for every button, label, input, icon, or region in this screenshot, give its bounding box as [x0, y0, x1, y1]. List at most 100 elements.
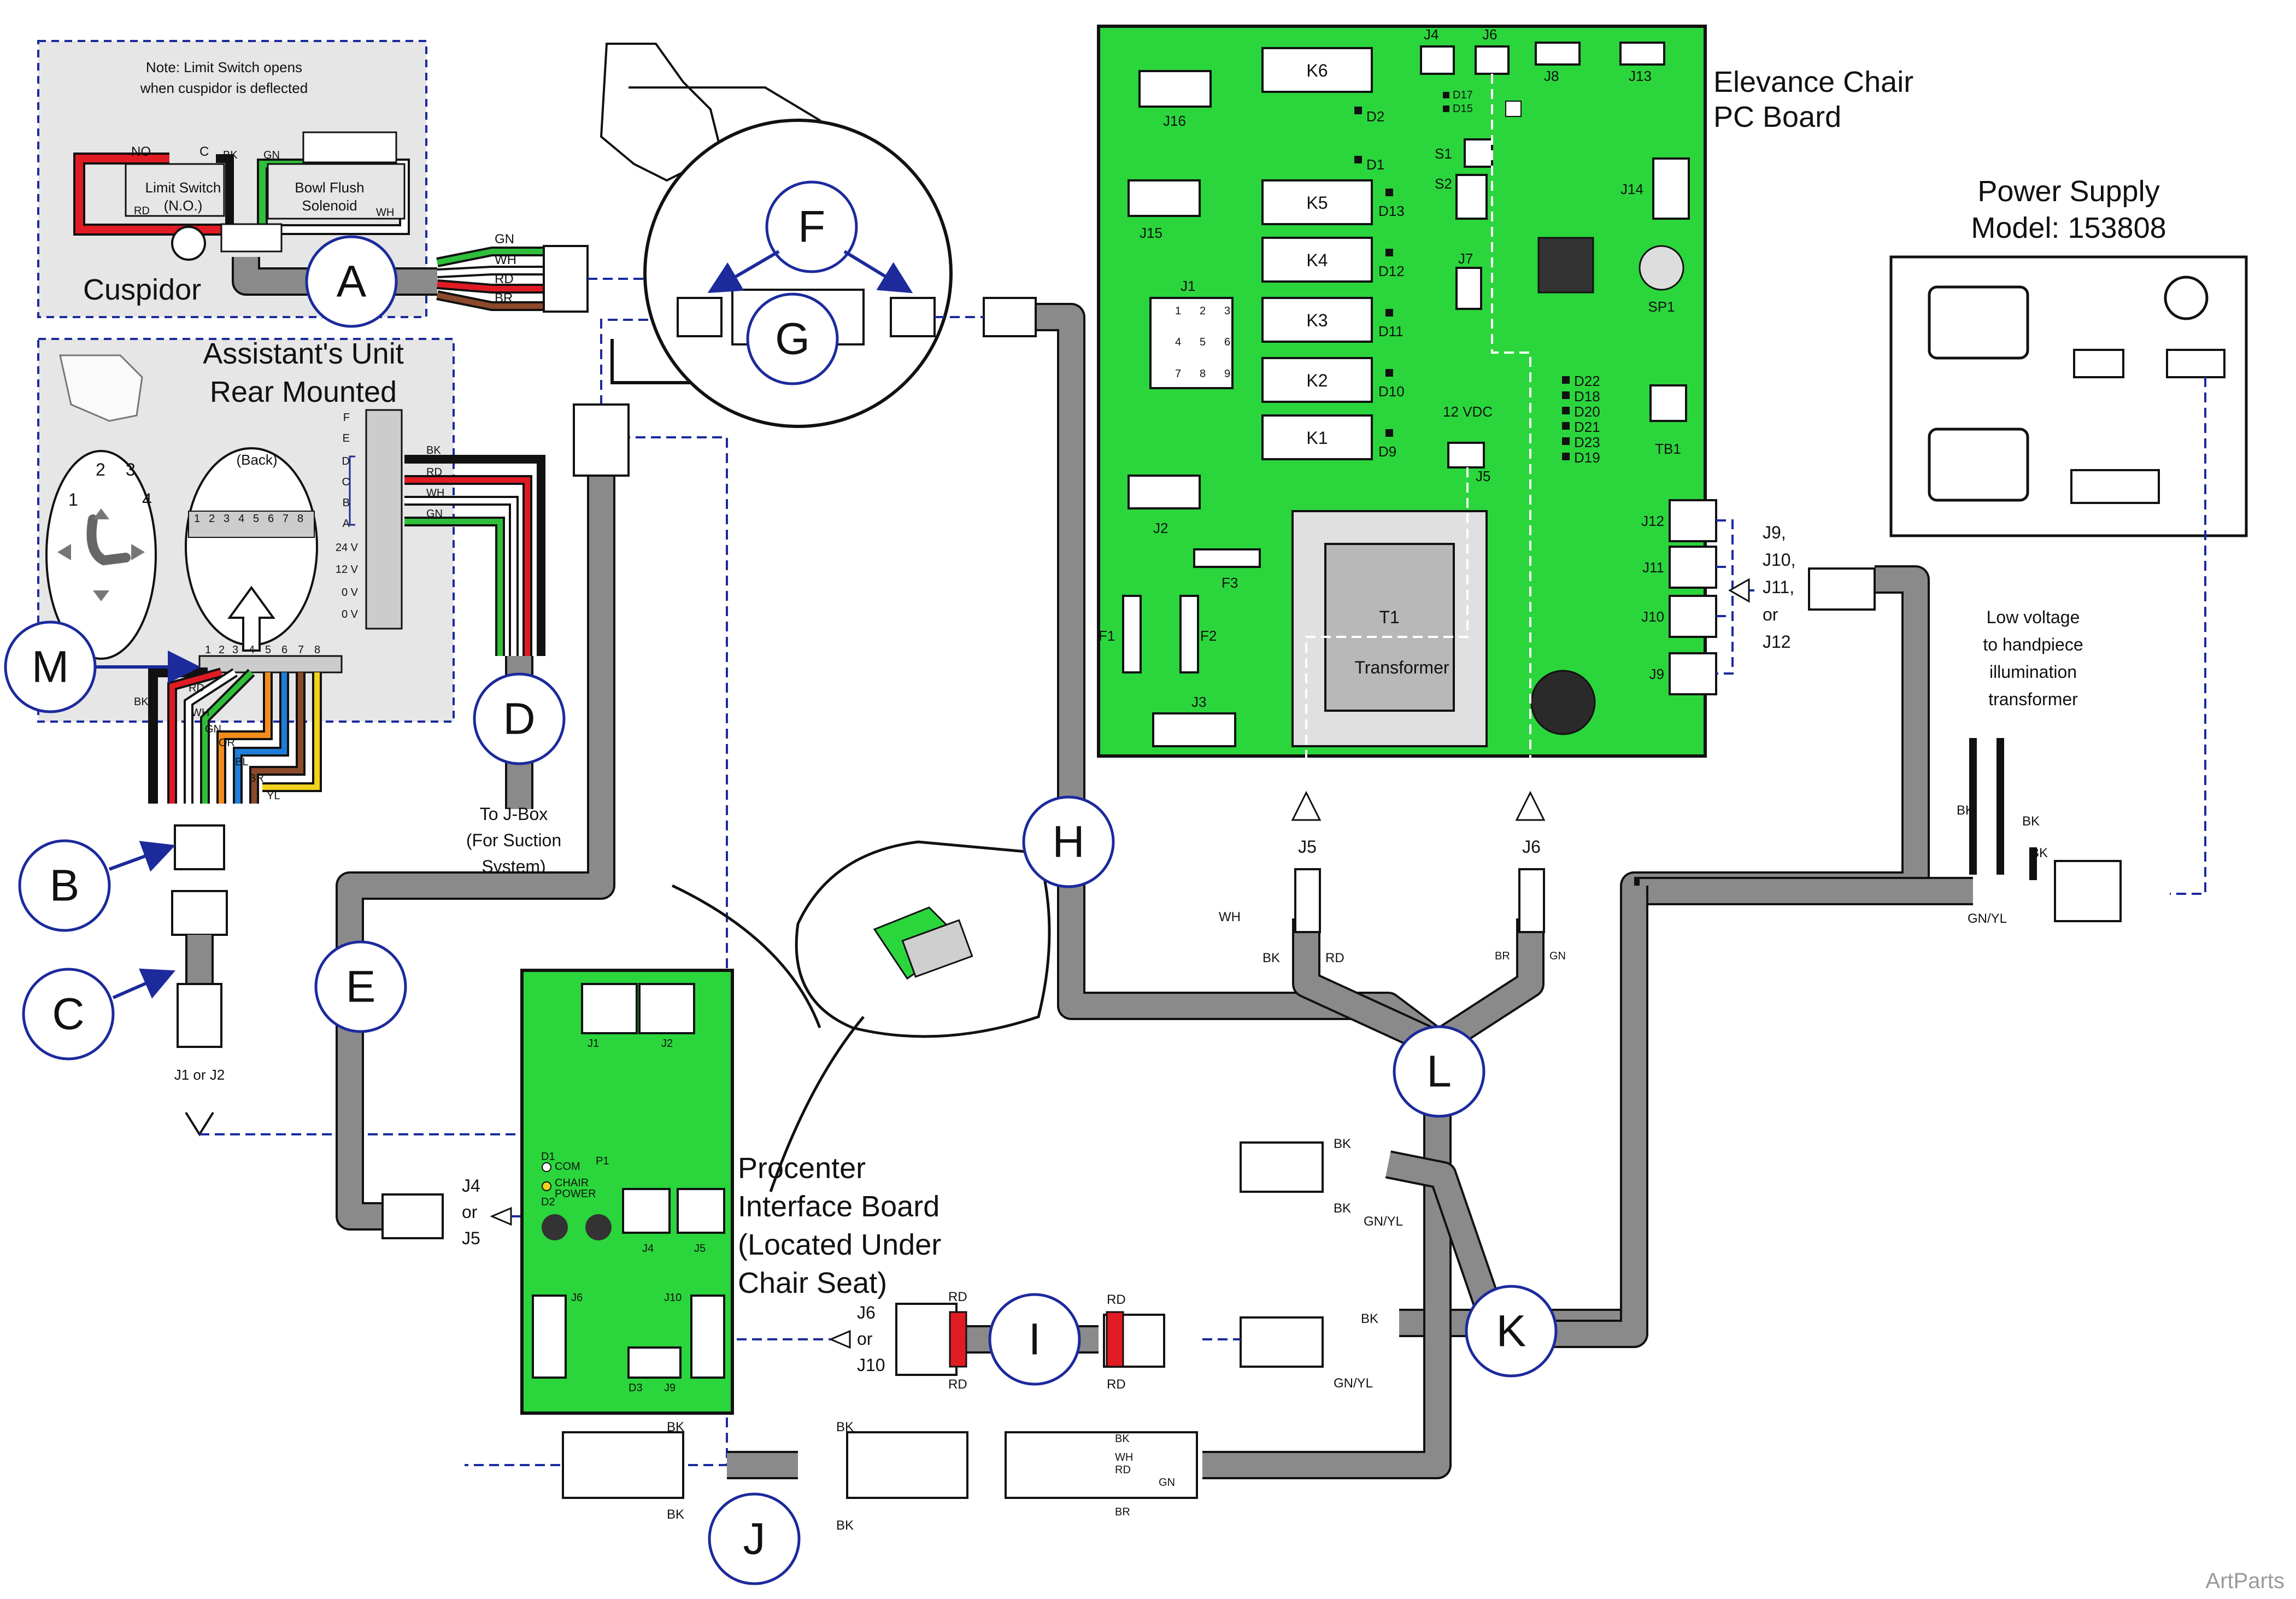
- ground-symbol-icon: [171, 226, 206, 261]
- speaker-sp1: [1639, 245, 1684, 291]
- plug-j5-arrow-icon: [1291, 790, 1322, 821]
- harness-a-wire-gn: GN: [495, 232, 514, 247]
- back-pin-2: 2: [209, 513, 215, 525]
- elevance-port-callout: J9, J10, J11, or J12: [1728, 523, 1837, 652]
- watermark: ArtParts: [2206, 1569, 2285, 1593]
- procenter-jack-j4: [622, 1188, 671, 1234]
- terminal-block-tb1-label: TB1: [1655, 441, 1681, 457]
- procenter-led-chair: CHAIR: [555, 1177, 589, 1189]
- j4-callout-line1: J4: [462, 1176, 480, 1196]
- jack-j11: [1669, 546, 1717, 589]
- front-number-4: 4: [142, 490, 152, 509]
- ribbon-label-gn: GN: [205, 723, 221, 735]
- back-pin-strip: [188, 511, 315, 538]
- harness-k: BK BK GN/YL BK GN/YL: [1202, 1137, 1511, 1391]
- j4-callout-line3: J5: [462, 1228, 480, 1248]
- procenter-led-d2: D2: [541, 1196, 555, 1208]
- ribbon-pin-5: 5: [265, 644, 271, 656]
- j-wire-bk-3: BK: [836, 1420, 854, 1434]
- back-pin-numbers: 1 2 3 4 5 6 7 8: [194, 513, 303, 525]
- cuspidor-label: Cuspidor: [83, 273, 201, 306]
- ps-harness-connector: [2054, 860, 2122, 922]
- ribbon-wire-bl: [235, 672, 287, 804]
- back-pin-6: 6: [268, 513, 274, 525]
- ribbon-connector: [198, 655, 343, 673]
- harness-a-connector: [543, 245, 589, 313]
- power-supply: Power Supply Model: 153808 Low voltage t…: [1889, 175, 2248, 926]
- plug-j6-label: J6: [1522, 837, 1541, 857]
- callout-c-letter: C: [52, 989, 84, 1039]
- procenter-capacitor-2: [585, 1214, 612, 1240]
- ribbon-label-yl: YL: [267, 790, 280, 802]
- diode-d23: D23: [1574, 434, 1600, 450]
- diode-d21: D21: [1574, 419, 1600, 435]
- procenter-header-j9: [627, 1346, 682, 1379]
- header-j7-label: J7: [1458, 250, 1473, 267]
- wire-label-wh-solenoid: WH: [376, 207, 394, 219]
- lv-note-line2: to handpiece: [1983, 635, 2083, 654]
- callout-f-letter: F: [798, 202, 825, 252]
- harness-a-wire-rd: RD: [495, 272, 514, 286]
- ribbon-label-bk: BK: [134, 696, 149, 708]
- back-pin-5: 5: [253, 513, 259, 525]
- plug-j5-wire-bk: BK: [1262, 951, 1280, 965]
- power-inlet-bottom: [1928, 427, 2029, 502]
- terminal-label-0v-1: 0 V: [342, 587, 359, 599]
- ps-connector-1: [2073, 349, 2124, 378]
- k-connector-top: [1240, 1141, 1324, 1193]
- plug-j6: [1518, 868, 1545, 933]
- header-j2: [1128, 475, 1201, 509]
- relay-k1: [1261, 414, 1373, 460]
- callout-b-arrow: [108, 841, 176, 872]
- procenter-title-line3: (Located Under: [738, 1228, 941, 1261]
- terminal-left-labels: F E D C B A 24 V 12 V 0 V 0 V: [336, 412, 359, 620]
- procenter-jack-j5: [677, 1188, 725, 1234]
- j1-pin-9: 9: [1224, 368, 1230, 380]
- relay-k4: [1261, 237, 1373, 283]
- pc-board-title-line1: Elevance Chair: [1713, 66, 1913, 98]
- ribbon-pin-numbers: 1 2 3 4 5 6 7 8: [205, 644, 320, 656]
- port-callout-line1: J9,: [1763, 523, 1786, 542]
- terminal-label-a: A: [343, 518, 350, 530]
- procenter-title-line2: Interface Board: [738, 1190, 939, 1223]
- switch-s2-label: S2: [1435, 175, 1452, 192]
- wire-label-gn-solenoid: GN: [263, 149, 280, 161]
- harness-i: RD RD RD RD J6 or J10: [721, 1290, 1165, 1392]
- k-wire-bk-3: BK: [1361, 1311, 1378, 1326]
- callout-e: [314, 940, 407, 1033]
- j6-callout-line2: or: [857, 1329, 873, 1349]
- pc-board-title-line2: PC Board: [1713, 101, 1841, 133]
- header-j15: [1128, 179, 1201, 217]
- relay-k3: [1261, 297, 1373, 343]
- header-j7: [1455, 267, 1482, 310]
- jack-j9-label: J9: [1649, 666, 1664, 682]
- diode-d12: D12: [1378, 263, 1405, 279]
- diode-d13: D13: [1378, 203, 1405, 219]
- terminal-wire-label-wh: WH: [426, 487, 444, 499]
- callout-h: [1022, 795, 1115, 888]
- relay-k2-label: K2: [1306, 371, 1328, 390]
- j6-callout-line3: J10: [857, 1355, 885, 1375]
- harness-power: [1519, 877, 1973, 1348]
- lv-note-line3: illumination: [1989, 662, 2077, 682]
- callout-g-letter: G: [775, 314, 810, 364]
- header-j6: [1475, 45, 1510, 75]
- terminal-wire-label-bk: BK: [426, 444, 441, 456]
- ribbon-wire-rd: [169, 670, 222, 804]
- terminal-label-12v: 12 V: [336, 564, 359, 576]
- back-pin-1: 1: [194, 513, 200, 525]
- led-white: [1505, 101, 1522, 117]
- ribbon-wire-yl: [262, 672, 320, 790]
- transformer-t1-label: T1: [1379, 607, 1399, 627]
- i-left-red-wires: [949, 1311, 967, 1368]
- j1-pin-numbers: 1 2 3 4 5 6 7 8 9: [1175, 305, 1230, 380]
- callout-i: [988, 1293, 1081, 1386]
- terminal-block-tb1: [1649, 384, 1687, 422]
- callout-c-arrow: [112, 968, 175, 999]
- j-wire-bk-1: BK: [667, 1420, 684, 1434]
- lv-note-line1: Low voltage: [1987, 607, 2080, 627]
- limit-switch-red-wire: [75, 155, 230, 233]
- callout-b-letter: B: [50, 861, 80, 911]
- cuspidor-note-line1: Note: Limit Switch opens: [146, 59, 302, 75]
- relay-k5: [1261, 179, 1373, 225]
